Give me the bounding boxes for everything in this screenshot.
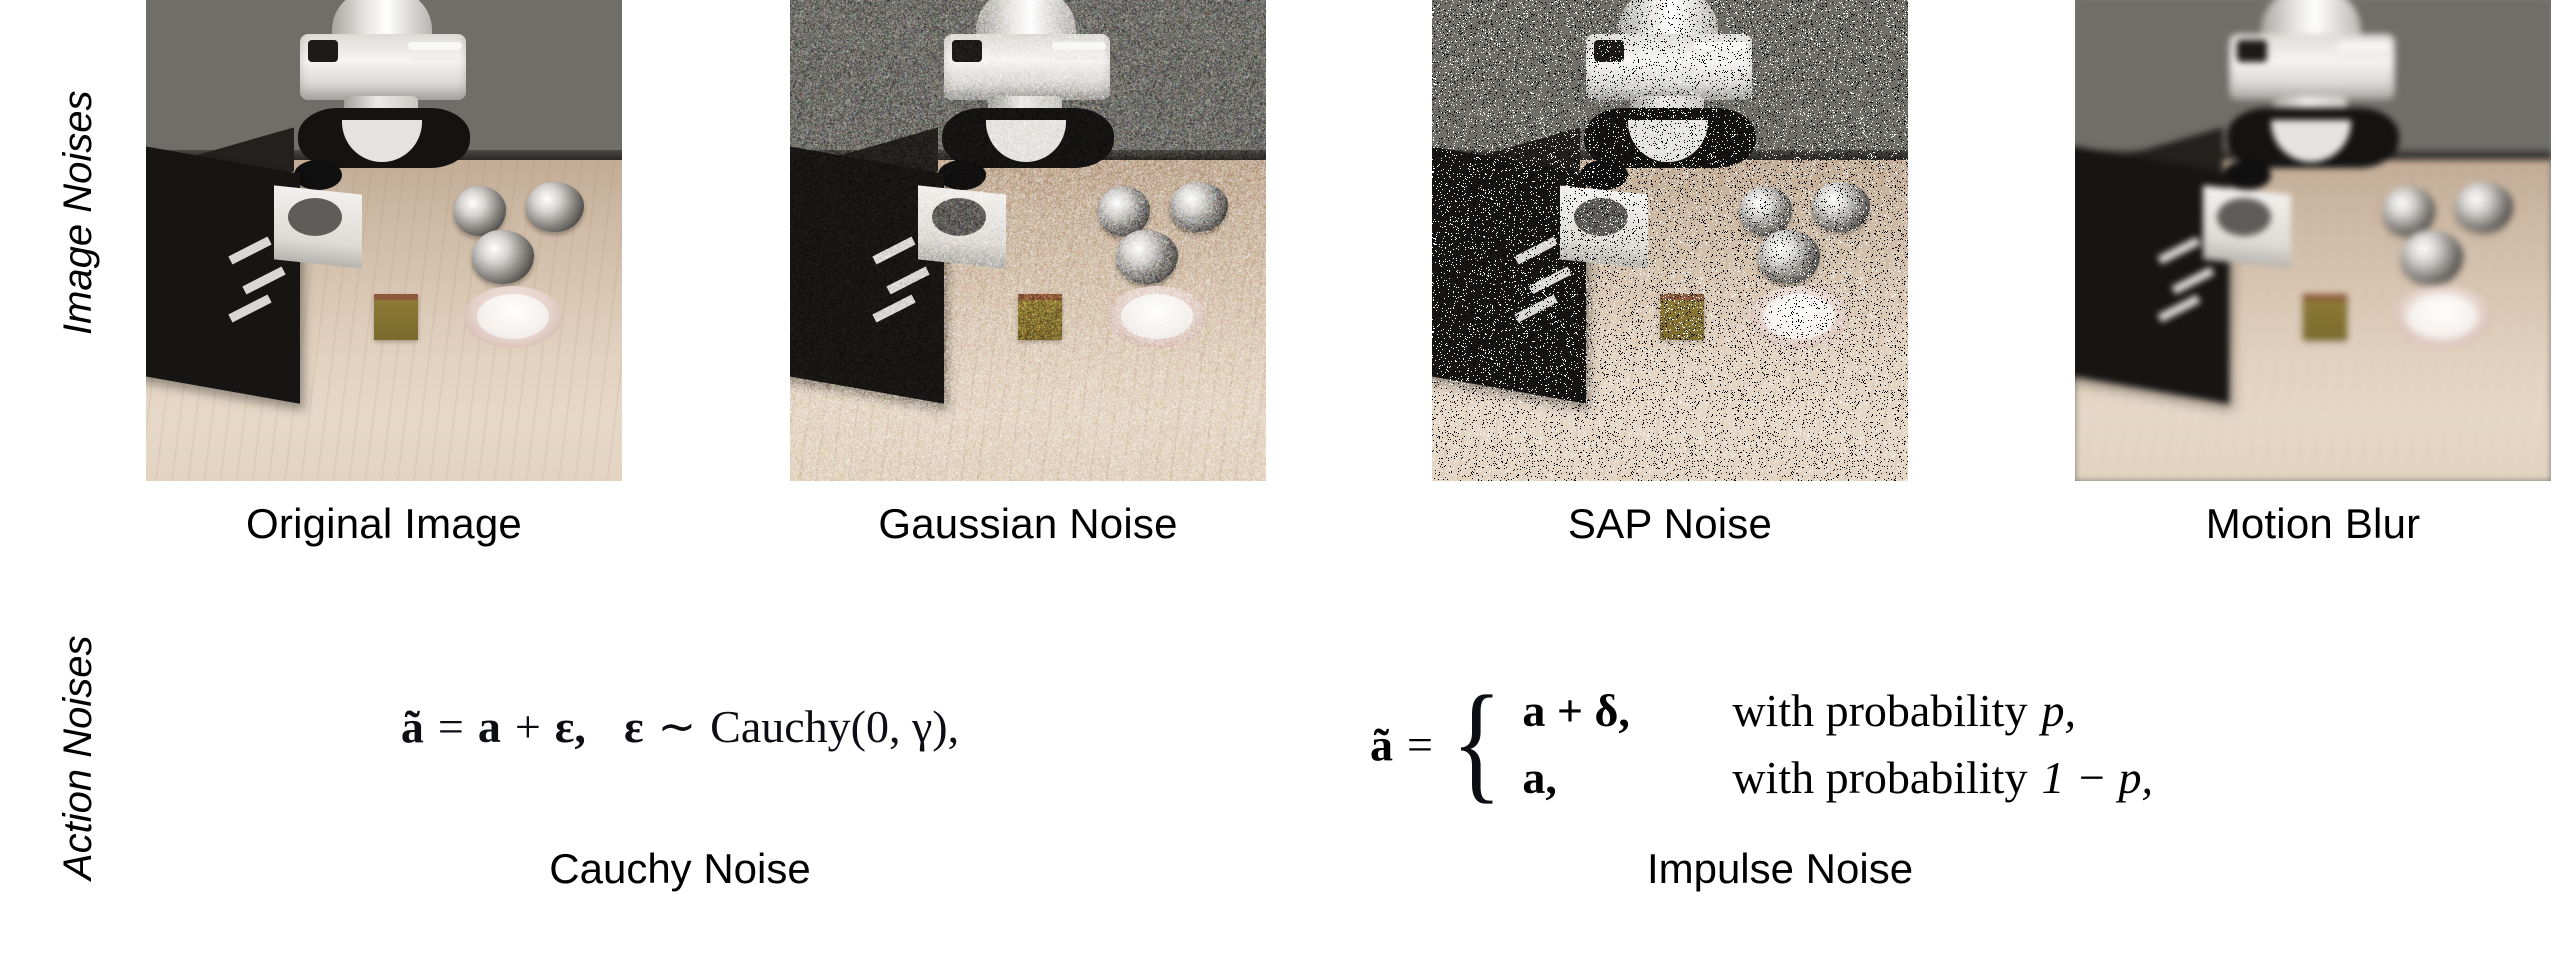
- impulse-noise-caption: Impulse Noise: [1310, 845, 2250, 893]
- panel-original-image: Original Image: [146, 0, 622, 481]
- impulse-case-condition: with probability: [1732, 678, 2027, 745]
- impulse-case-probability: 1 − p,: [2041, 745, 2153, 812]
- cauchy-dist-args: (0, γ),: [851, 701, 959, 752]
- robot-scene: [146, 0, 622, 481]
- impulse-lhs: ã: [1370, 719, 1393, 770]
- panel-caption-sap: SAP Noise: [1432, 500, 1908, 548]
- cauchy-dist-var: ε: [624, 701, 644, 752]
- robot-arm-stripe: [2337, 42, 2391, 50]
- impulse-equals: =: [1407, 719, 1433, 770]
- robot-arm-slot: [308, 40, 338, 62]
- round-plate-inner: [477, 294, 549, 339]
- impulse-cases: a + δ, with probability p, a, with proba…: [1508, 678, 2153, 811]
- metallic-object: [2383, 186, 2435, 236]
- impulse-equation: ã= { a + δ, with probability p, a, with …: [1370, 678, 2153, 811]
- image-noises-row: Original Image: [0, 0, 2556, 560]
- impulse-lhs-group: ã=: [1370, 718, 1445, 771]
- salt-and-pepper-noise-overlay: [1432, 0, 1908, 481]
- impulse-case-condition: with probability: [1732, 745, 2027, 812]
- cauchy-rhs-epsilon: ε,: [555, 701, 586, 752]
- metallic-object: [472, 230, 534, 284]
- metallic-object: [2401, 230, 2463, 284]
- robot-gripper-tip: [294, 160, 342, 190]
- cauchy-plus: +: [515, 701, 541, 752]
- panel-caption-motion-blur: Motion Blur: [2075, 500, 2551, 548]
- stand-disc: [288, 198, 342, 236]
- impulse-case-row: a + δ, with probability p,: [1522, 678, 2153, 745]
- cauchy-lhs: ã: [401, 701, 424, 752]
- thumbnail-motion-blur: [2075, 0, 2551, 481]
- impulse-case-value: a,: [1522, 745, 1732, 812]
- robot-arm-slot: [2237, 40, 2267, 62]
- cauchy-dist-name: Cauchy: [710, 701, 851, 752]
- robot-scene: [2075, 0, 2551, 481]
- stand-disc: [2217, 198, 2271, 236]
- panel-sap-noise: SAP Noise: [1432, 0, 1908, 481]
- panel-caption-original: Original Image: [146, 500, 622, 548]
- brown-cube-object: [374, 294, 418, 340]
- panel-gaussian-noise: Gaussian Noise: [790, 0, 1266, 481]
- metallic-object: [454, 186, 506, 236]
- gaussian-noise-overlay: [790, 0, 1266, 481]
- impulse-case-row: a, with probability 1 − p,: [1522, 745, 2153, 812]
- impulse-case-probability: p,: [2041, 678, 2076, 745]
- panel-motion-blur: Motion Blur: [2075, 0, 2551, 481]
- robot-gripper-tip: [2223, 160, 2271, 190]
- brown-cube-object: [2303, 294, 2347, 340]
- cauchy-noise-caption: Cauchy Noise: [230, 845, 1130, 893]
- thumbnail-gaussian: [790, 0, 1266, 481]
- round-plate-inner: [2406, 294, 2478, 339]
- thumbnail-sap: [1432, 0, 1908, 481]
- cases-brace-icon: {: [1451, 691, 1502, 794]
- panel-caption-gaussian: Gaussian Noise: [790, 500, 1266, 548]
- cauchy-equals: =: [438, 701, 464, 752]
- cauchy-equation: ã = a + ε, ε ∼ Cauchy(0, γ),: [230, 700, 1130, 754]
- thumbnail-original: [146, 0, 622, 481]
- robot-arm-stripe: [408, 42, 462, 50]
- impulse-case-value: a + δ,: [1522, 678, 1732, 745]
- action-noises-row: ã=a+ε,ε∼Cauchy(0, γ), Cauchy Noise ã= { …: [0, 640, 2556, 970]
- cauchy-rhs-a: a: [478, 701, 501, 752]
- metallic-object: [526, 182, 584, 232]
- cauchy-sim-operator: ∼: [658, 701, 697, 752]
- metallic-object: [2455, 182, 2513, 232]
